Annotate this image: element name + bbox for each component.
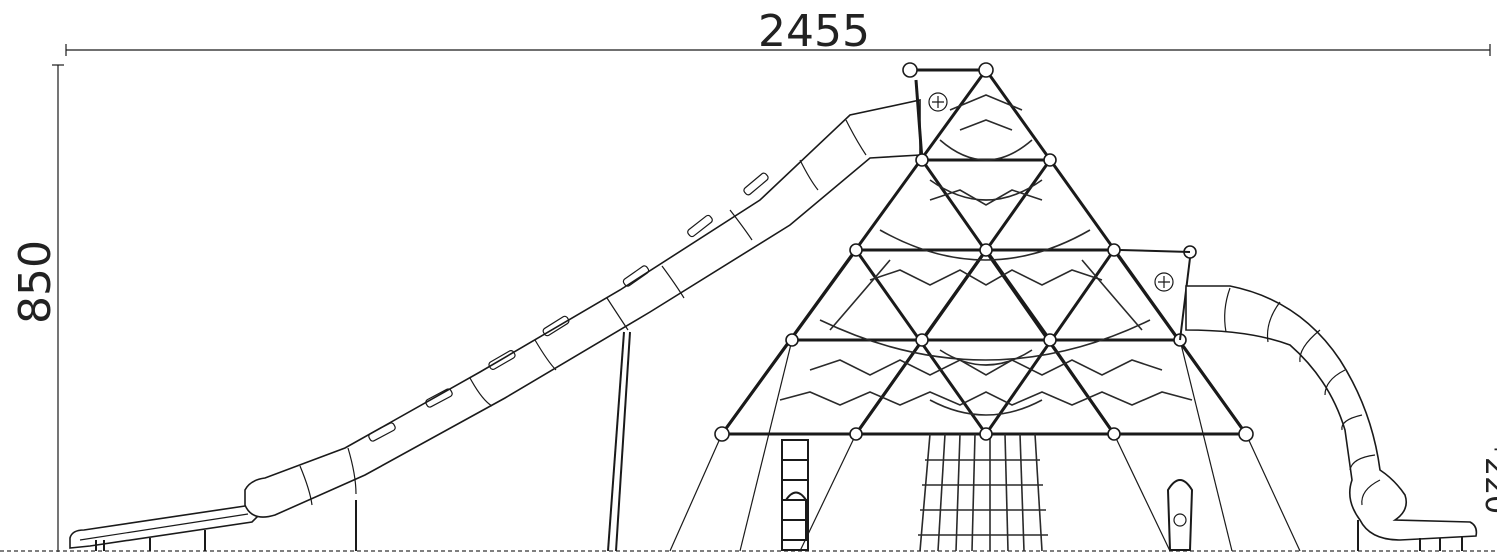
spiral-tube-slide	[1185, 285, 1478, 551]
width-dimension: 2455	[65, 6, 1491, 57]
entrance-post	[785, 479, 1194, 551]
rope-net-pyramid	[669, 62, 1301, 552]
height-dimension-label: 850	[10, 240, 61, 324]
width-dimension-label: 2455	[758, 6, 870, 57]
side-dimension-label: *220	[1478, 442, 1497, 514]
height-dimension: 850	[10, 64, 64, 552]
long-tube-slide	[69, 99, 921, 552]
